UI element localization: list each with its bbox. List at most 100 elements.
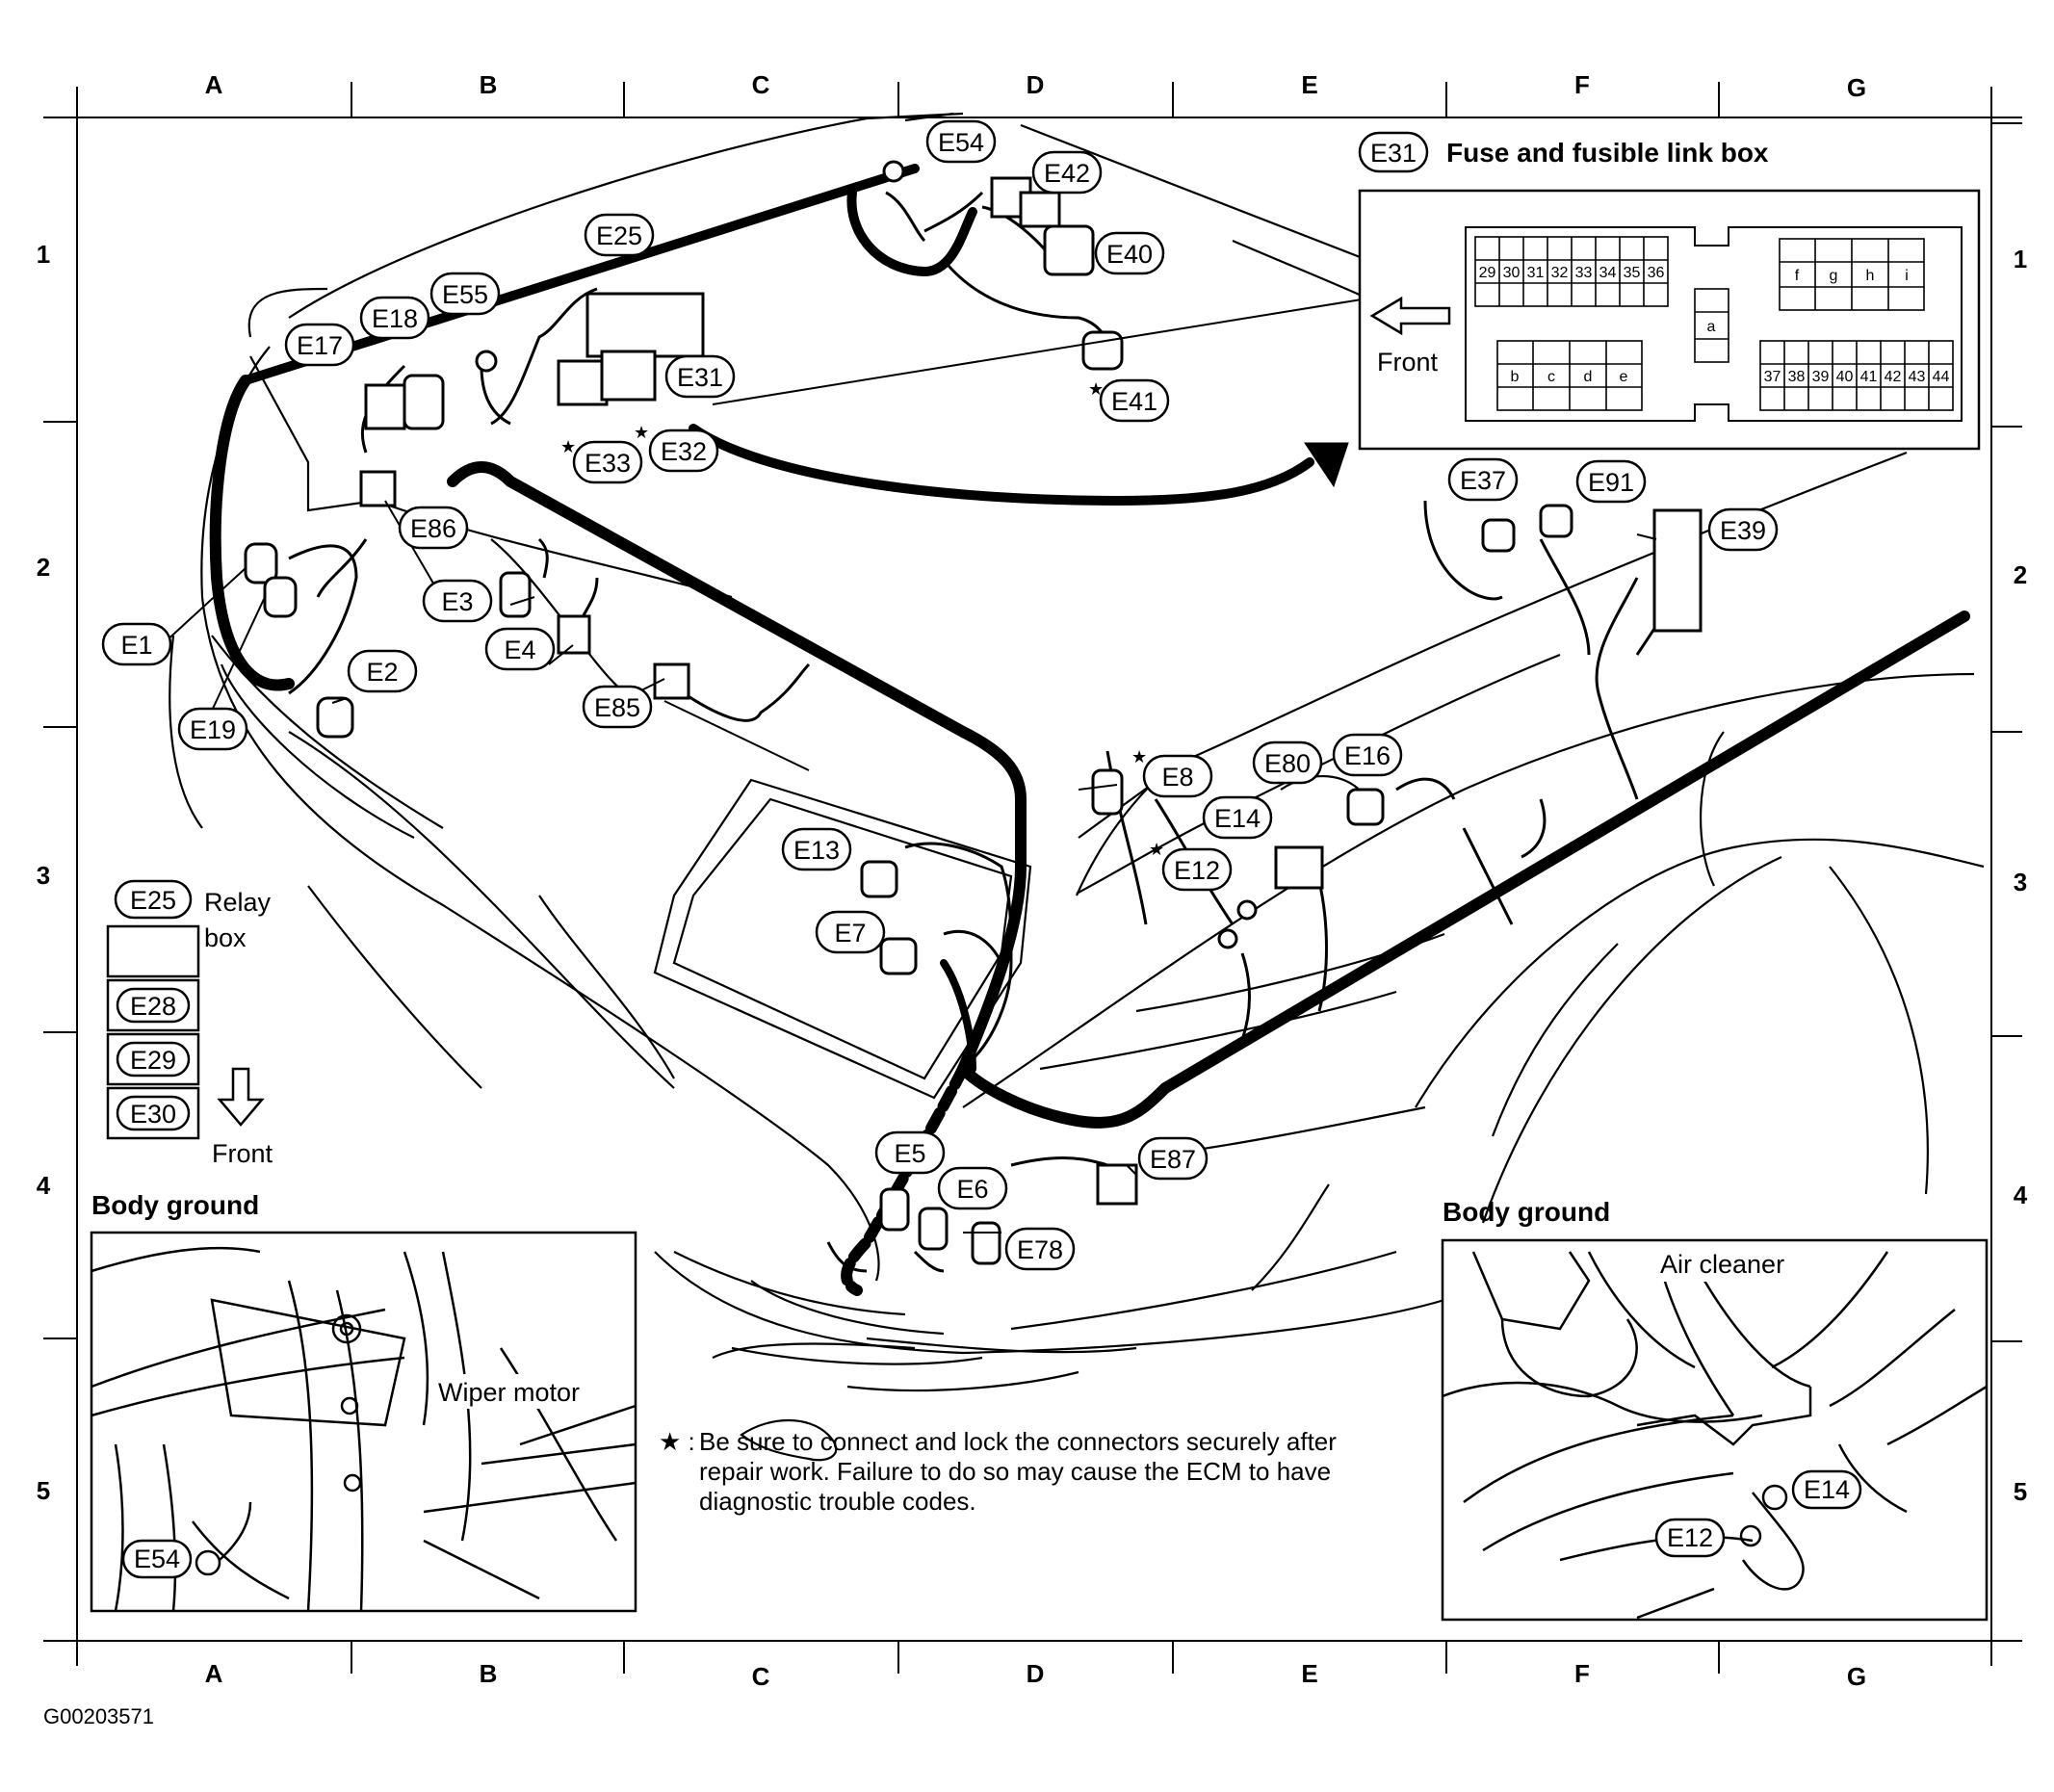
callout-e33 <box>572 440 643 484</box>
connector-body-e41 <box>1081 330 1124 371</box>
fuse-label: f <box>1795 268 1800 284</box>
connector-label-e55: E55 <box>442 280 488 309</box>
connector-label-e78: E78 <box>1017 1235 1063 1264</box>
connector-body-e17 <box>364 383 406 430</box>
callout-e19 <box>177 707 248 751</box>
front-arrow-down-icon <box>217 1067 265 1127</box>
star-icon: ★ <box>1131 747 1147 766</box>
fuse-label: 34 <box>1599 265 1617 281</box>
connector-body-e3 <box>499 571 532 618</box>
callout-e8 <box>1142 754 1213 798</box>
fuse-label: 42 <box>1885 369 1902 385</box>
connector-label-e87: E87 <box>1150 1145 1196 1174</box>
connector-body-e91 <box>1539 504 1573 538</box>
fuse-labels-top-left: 29 30 31 32 33 34 35 36 <box>1479 265 1665 281</box>
ground-inset-right: Body ground Air cleaner E14 E12 <box>1441 1197 1989 1622</box>
connector-body-e19 <box>263 576 298 618</box>
col-label: F <box>1574 1659 1590 1688</box>
ground-ring-e12 <box>1236 899 1258 921</box>
callout-e4 <box>484 627 556 671</box>
connector-body-e42b <box>1019 191 1061 228</box>
connector-label-e33: E33 <box>585 449 631 478</box>
fuse-grid-top-right <box>1779 238 1925 311</box>
relay-box-front-label: Front <box>212 1139 273 1168</box>
connector-label-e25: E25 <box>596 221 642 250</box>
row-label: 2 <box>37 553 50 582</box>
fuse-labels-top-right: f g h i <box>1795 268 1909 284</box>
col-label: F <box>1574 70 1590 99</box>
callout-e80 <box>1252 740 1323 785</box>
connector-label-e40: E40 <box>1106 240 1153 269</box>
connector-body-e5 <box>879 1187 910 1232</box>
fuse-label: 41 <box>1860 369 1878 385</box>
row-label: 1 <box>37 240 50 269</box>
connector-label-e7: E7 <box>834 919 866 948</box>
fuse-label: g <box>1830 268 1838 284</box>
connector-label-e80: E80 <box>1264 749 1311 778</box>
callout-e39 <box>1707 507 1779 552</box>
fuse-label: 35 <box>1624 265 1641 281</box>
callout-e87 <box>1137 1136 1209 1181</box>
callout-e31 <box>664 354 736 399</box>
col-label: D <box>1027 1659 1045 1688</box>
note-line-2: repair work. Failure to do so may cause … <box>699 1457 1331 1486</box>
row-labels-left: 1 2 3 4 5 <box>37 240 51 1505</box>
connector-body-e87 <box>1096 1163 1138 1206</box>
connector-body-e86 <box>359 470 397 507</box>
col-label: B <box>480 1659 498 1688</box>
col-label: E <box>1301 70 1317 99</box>
callout-e7 <box>815 910 886 954</box>
callout-e16 <box>1332 733 1403 777</box>
col-label: D <box>1027 70 1045 99</box>
fuse-box-callout <box>1358 131 1429 173</box>
ground-ring-e54 <box>882 160 905 183</box>
connector-body-e13 <box>860 860 898 898</box>
star-icon: ★ <box>1088 379 1104 399</box>
callout-e86 <box>398 506 469 550</box>
star-icon: ★ <box>1149 840 1164 859</box>
row-label: 3 <box>2014 868 2027 896</box>
row-label: 4 <box>37 1171 51 1200</box>
col-label: C <box>752 1662 770 1691</box>
connector-body-e37 <box>1481 518 1516 553</box>
callout-e18 <box>359 296 430 340</box>
callout-labels: E54 E42 E40 E41 E25 E55 E18 E17 E31 E33 … <box>120 128 1766 1264</box>
ground-ring-e55 <box>475 350 498 373</box>
connector-label-e6: E6 <box>956 1175 988 1204</box>
fuse-label: b <box>1511 369 1520 385</box>
row-label: 2 <box>2014 560 2027 589</box>
relay-box-legend: E25 Relay box E28 E29 E30 Front <box>106 879 273 1168</box>
connector-label-e13: E13 <box>793 836 840 865</box>
connector-body-e80 <box>1274 845 1324 890</box>
col-label: C <box>752 70 770 99</box>
fuse-grid-bottom-right <box>1759 340 1954 411</box>
callout-e32 <box>648 429 719 473</box>
front-arrow-icon <box>1369 296 1451 336</box>
fuse-label: c <box>1547 369 1555 385</box>
connector-body-e33 <box>557 359 609 406</box>
callout-e25 <box>584 213 655 257</box>
callout-e54 <box>925 119 997 164</box>
connector-label-e42: E42 <box>1044 159 1090 188</box>
fuse-label: 37 <box>1764 369 1781 385</box>
connector-label-e3: E3 <box>441 587 473 616</box>
fuse-label: 36 <box>1648 265 1665 281</box>
callout-e91 <box>1575 459 1647 504</box>
fuse-label: 43 <box>1909 369 1926 385</box>
connector-label-e31: E31 <box>677 363 723 392</box>
col-label: B <box>480 70 498 99</box>
connector-body-e78 <box>971 1221 1001 1265</box>
fuse-label: 39 <box>1812 369 1830 385</box>
fuse-label: 38 <box>1788 369 1806 385</box>
fuse-grid-center <box>1694 288 1729 363</box>
fuse-box-title: Fuse and fusible link box <box>1446 138 1769 168</box>
relay-box-body-e25 <box>585 292 705 358</box>
ground-right-component: Air cleaner <box>1660 1250 1784 1279</box>
connector-body-e4 <box>557 614 591 655</box>
fuse-box-inset: E31 Fuse and fusible link box Front 29 3… <box>1358 131 1981 451</box>
star-markers: ★ ★ ★ ★ ★ <box>560 379 1164 859</box>
fuse-box-front-label: Front <box>1377 348 1439 377</box>
connector-bodies <box>244 160 1703 1265</box>
